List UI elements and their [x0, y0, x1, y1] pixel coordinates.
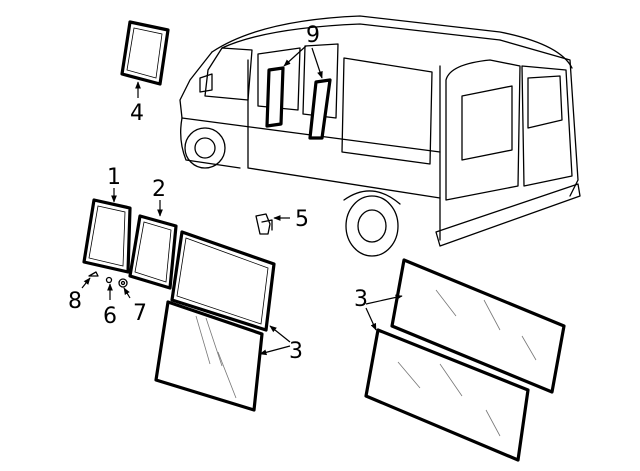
- clip-part-5: [255, 213, 273, 235]
- callout-3-left: 3: [289, 339, 303, 364]
- callout-1: 1: [107, 165, 121, 190]
- vent-glass-part-4: [120, 20, 170, 86]
- callout-9: 9: [306, 23, 320, 48]
- side-glass-part-3-left: [154, 230, 276, 412]
- side-glass-part-3-right: [364, 258, 566, 462]
- callout-3-right: 3: [354, 287, 368, 312]
- callout-4: 4: [130, 101, 144, 126]
- van-illustration: [179, 15, 581, 257]
- callout-7: 7: [133, 301, 147, 326]
- callout-8: 8: [68, 289, 82, 314]
- callout-2: 2: [152, 177, 166, 202]
- door-glass-part-1: [82, 198, 132, 274]
- callout-5: 5: [295, 207, 309, 232]
- callout-6: 6: [103, 304, 117, 329]
- hardware-parts-6-7-8: [88, 271, 128, 288]
- door-glass-part-2: [128, 214, 178, 290]
- leader-lines: [81, 45, 403, 356]
